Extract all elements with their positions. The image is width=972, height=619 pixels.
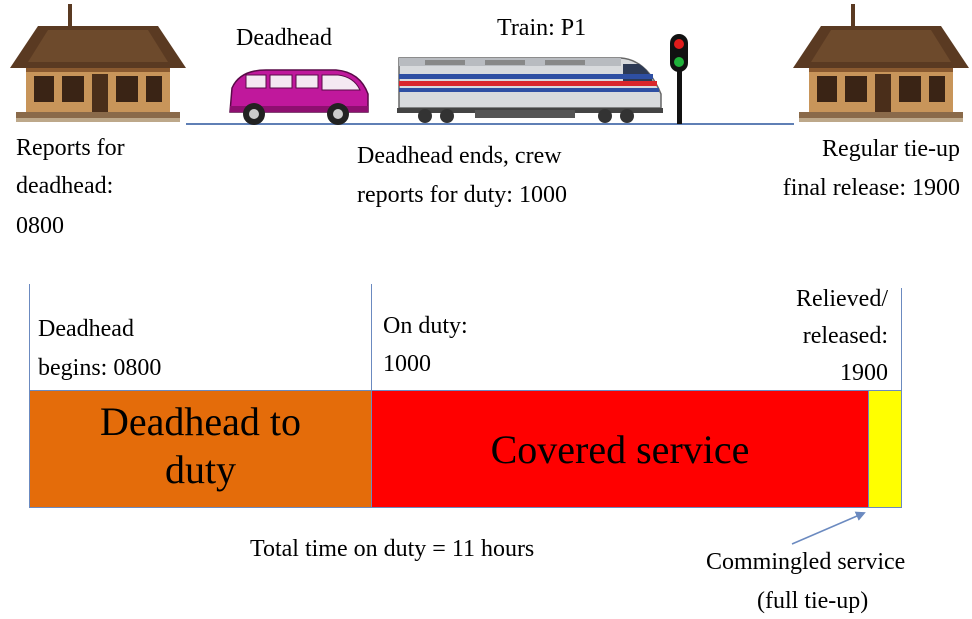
left-station-icon — [10, 4, 186, 122]
commingled-line2: (full tie-up) — [757, 588, 869, 614]
signal-light-icon — [670, 34, 688, 124]
deadhead-ends-line1: Deadhead ends, crew — [357, 143, 562, 169]
total-time-label: Total time on duty = 11 hours — [250, 536, 535, 562]
relieved-line2: released: — [802, 323, 888, 349]
marker-line-deadhead-begins — [29, 284, 30, 390]
segment-covered-service: Covered service — [371, 390, 868, 508]
train-label: Train: P1 — [497, 15, 587, 41]
marker-line-on-duty — [371, 284, 372, 390]
marker-line-relieved — [901, 288, 902, 390]
right-station-icon — [793, 4, 969, 122]
relieved-line1: Relieved/ — [796, 286, 888, 312]
segment-deadhead-to-duty: Deadhead to duty — [29, 390, 371, 508]
on-duty-line2: 1000 — [383, 351, 431, 377]
on-duty-line1: On duty: — [383, 313, 468, 339]
commingled-line1: Commingled service — [706, 549, 906, 575]
segment-deadhead-line2: duty — [164, 447, 237, 492]
locomotive-icon — [397, 57, 663, 123]
deadhead-begins-line2: begins: 0800 — [38, 355, 162, 381]
segment-deadhead-line1: Deadhead to — [99, 399, 301, 444]
reports-for-deadhead-line2: deadhead: — [16, 173, 114, 199]
deadhead-vehicle-label: Deadhead — [236, 25, 332, 51]
reports-for-deadhead-line1: Reports for — [16, 135, 125, 161]
relieved-time: 1900 — [840, 360, 888, 386]
deadhead-ends-line2: reports for duty: 1000 — [357, 182, 567, 208]
segment-covered-line1: Covered service — [490, 427, 750, 472]
van-icon — [229, 69, 369, 125]
regular-tieup-line2: final release: 1900 — [782, 175, 960, 201]
reports-for-deadhead-time: 0800 — [16, 213, 64, 239]
segment-commingled — [868, 390, 902, 508]
regular-tieup-line1: Regular tie-up — [822, 136, 960, 162]
deadhead-begins-line1: Deadhead — [38, 316, 134, 342]
ground-line — [186, 123, 794, 125]
